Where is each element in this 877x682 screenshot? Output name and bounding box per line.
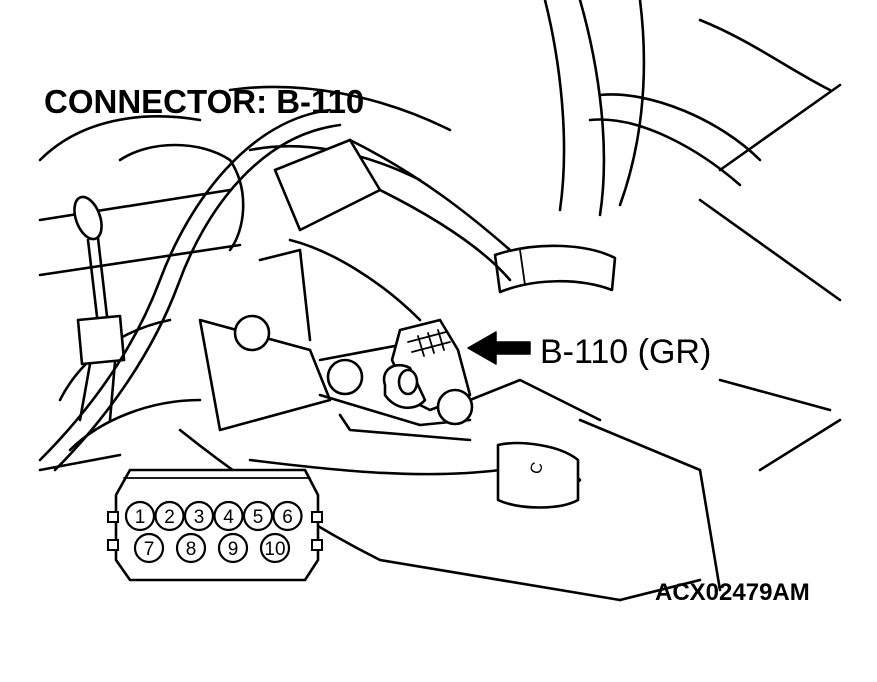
dipstick — [73, 195, 126, 422]
callout-label: B-110 (GR) — [540, 333, 711, 371]
pin-3-circle — [183, 500, 215, 532]
pin-8-circle — [175, 532, 207, 564]
engine-linework — [38, 0, 842, 602]
housing-mark: C — [527, 460, 546, 476]
pin-2-circle — [154, 500, 185, 532]
pin-6-label: 6 — [282, 507, 293, 528]
diagram-title: CONNECTOR: B-110 — [44, 83, 364, 120]
pin-7-circle — [133, 532, 165, 564]
pin-2-label: 2 — [164, 507, 175, 528]
pin-7-label: 7 — [144, 539, 155, 560]
wire-harness — [38, 108, 422, 472]
figure-code: ACX02479AM — [655, 579, 810, 606]
callout-arrow — [467, 331, 531, 365]
pin-4-circle — [213, 500, 244, 532]
pin-5-circle — [242, 500, 274, 532]
pin-9-circle — [217, 532, 249, 564]
pin-1-label: 1 — [135, 507, 146, 528]
pin-9-label: 9 — [228, 539, 239, 560]
pin-3-label: 3 — [194, 507, 205, 528]
pin-10-label: 10 — [264, 539, 285, 560]
pin-row-bottom: 7 8 9 10 — [133, 532, 291, 564]
pin-6-circle — [272, 500, 303, 532]
pin-4-label: 4 — [223, 507, 234, 528]
pin-8-label: 8 — [186, 539, 197, 560]
pin-10-circle — [259, 532, 291, 564]
pin-1-circle — [124, 500, 156, 532]
connector-b110-installed — [382, 318, 474, 426]
pin-5-label: 5 — [253, 507, 264, 528]
